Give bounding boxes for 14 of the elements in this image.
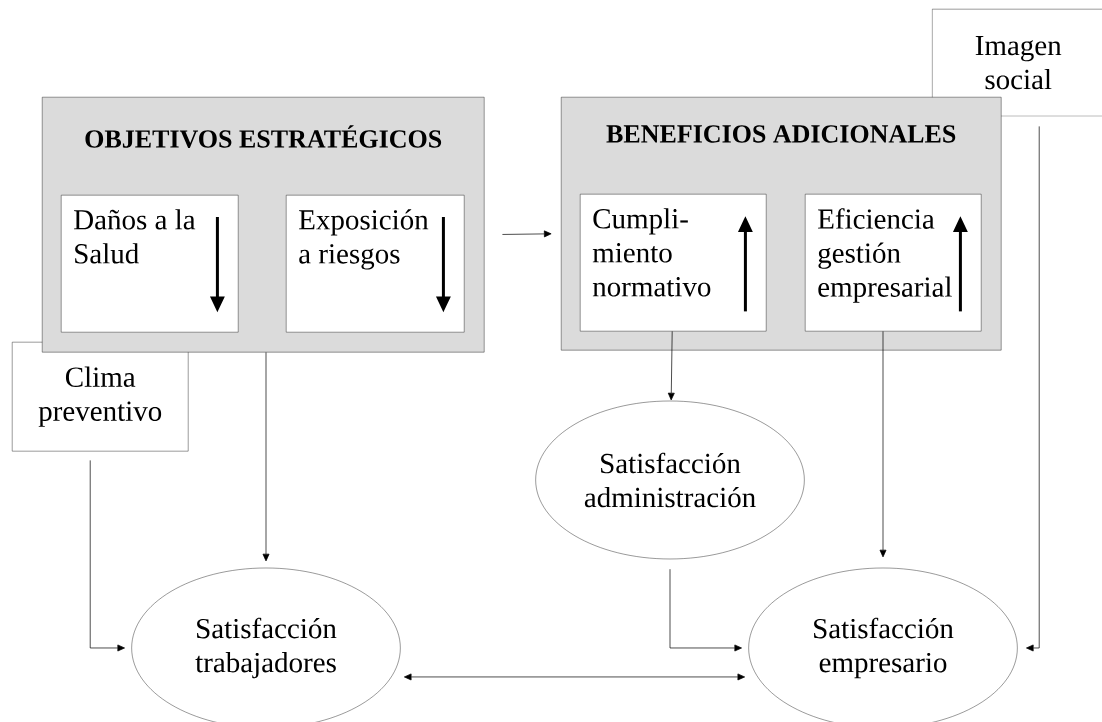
arrow	[1026, 126, 1040, 652]
concept-box: Eficiencia gestión empresarial	[805, 194, 982, 332]
arrow	[502, 230, 552, 238]
concept-box: Cumpli- miento normativo	[580, 194, 767, 332]
arrow	[879, 331, 887, 558]
arrow	[669, 568, 742, 652]
arrow	[404, 673, 745, 681]
concept-box: Daños a la Salud	[61, 195, 239, 333]
concept-box: Clima preventivo	[12, 342, 189, 452]
arrow	[262, 352, 270, 562]
concept-box: Imagen social	[932, 9, 1102, 117]
arrow	[89, 460, 125, 652]
concept-box: Exposición a riesgos	[286, 195, 465, 333]
arrow	[667, 331, 675, 401]
